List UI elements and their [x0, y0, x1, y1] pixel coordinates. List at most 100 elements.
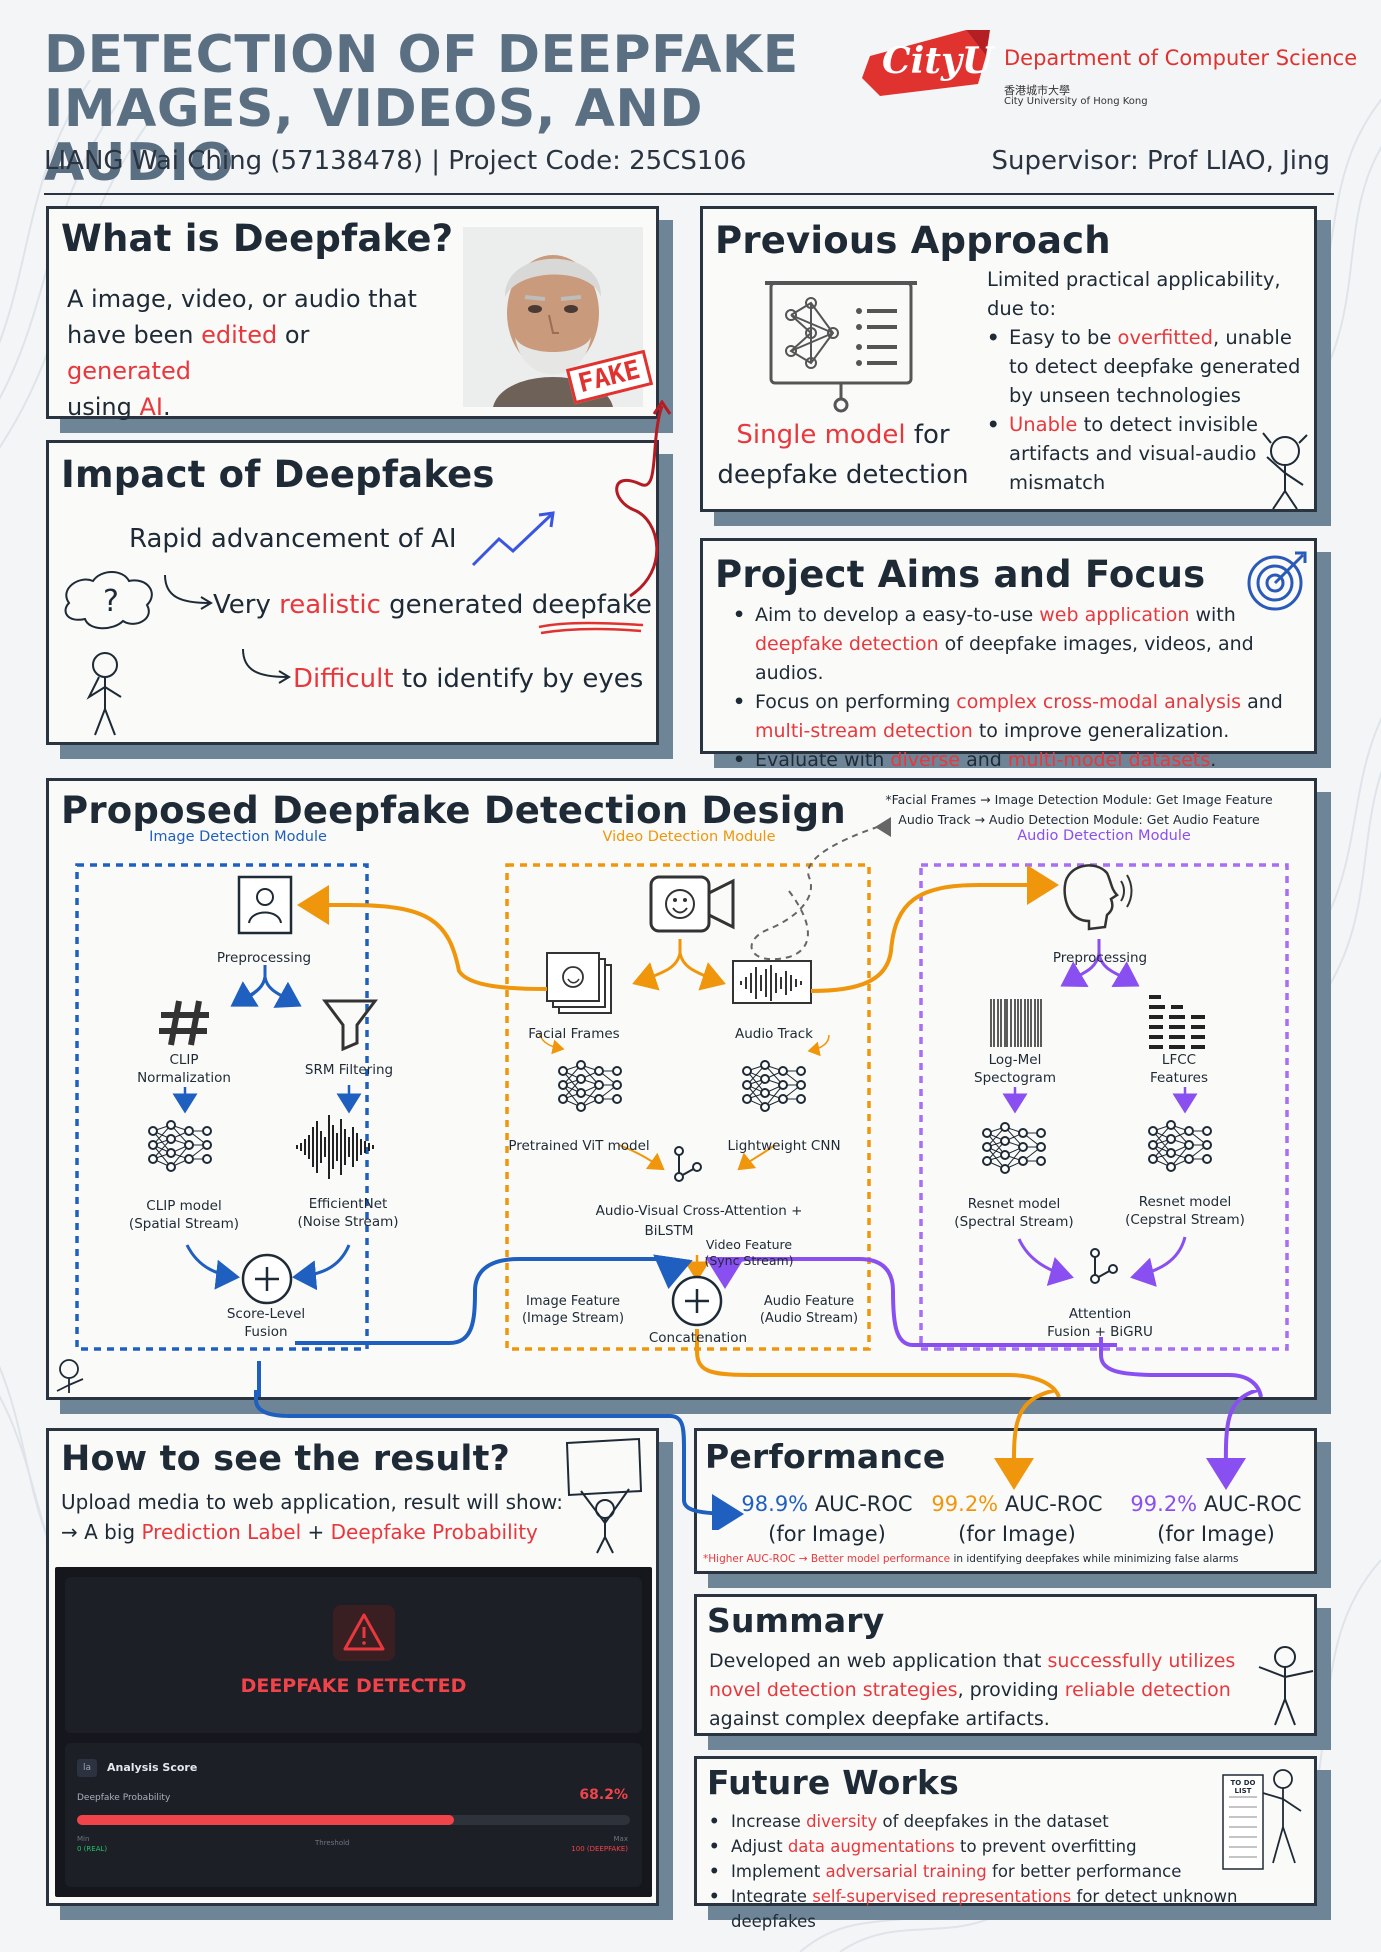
warning-icon	[333, 1605, 395, 1661]
scribble-underline	[538, 621, 644, 635]
curved-arrow-icon	[242, 648, 291, 684]
facial-frames-label: Facial Frames	[528, 1026, 620, 1042]
svg-text:?: ?	[103, 584, 119, 619]
max-value: 100 (DEEPFAKE)	[571, 1845, 628, 1853]
image-module-label: Image Detection Module	[149, 829, 327, 845]
what-is-text: A image, video, or audio that have been …	[67, 285, 417, 421]
project-aims-panel: Project Aims and Focus Aim to develop a …	[700, 538, 1317, 775]
efficientnet-label: EfficientNet(Noise Stream)	[297, 1196, 399, 1230]
srm-filtering-label: SRM Filtering	[304, 1062, 394, 1078]
supervisor: Supervisor: Prof LIAO, Jing	[991, 146, 1330, 176]
design-diagram	[56, 817, 1289, 1397]
performance-footnote: *Higher AUC-ROC → Better model performan…	[703, 1553, 1239, 1565]
probability-value: 68.2%	[579, 1787, 628, 1803]
future-item: Integrate self-supervised representation…	[709, 1884, 1309, 1934]
todo-list-title: TO DO LIST	[1230, 1779, 1256, 1795]
video-module-label: Video Detection Module	[602, 829, 776, 845]
previous-title: Previous Approach	[715, 219, 1111, 262]
audio-feature-label: Audio Feature(Audio Stream)	[759, 1294, 859, 1326]
threshold-label: Threshold	[315, 1839, 350, 1847]
impact-line-1: Rapid advancement of AI	[129, 524, 457, 554]
future-works-panel: Future Works Increase diversity of deepf…	[694, 1756, 1317, 1931]
title-line-1: DETECTION OF DEEPFAKE	[44, 25, 799, 85]
max-label: Max	[613, 1835, 628, 1843]
audio-track-label: Audio Track	[735, 1026, 813, 1042]
probability-fill	[77, 1815, 455, 1825]
author-line: LIANG Wai Ching (57138478) | Project Cod…	[44, 146, 747, 176]
analysis-icon: la	[77, 1759, 97, 1777]
future-item: Adjust data augmentations to prevent ove…	[709, 1834, 1309, 1859]
future-title: Future Works	[707, 1763, 959, 1802]
audio-module-label: Audio Detection Module	[1017, 828, 1191, 844]
university-en: City University of Hong Kong	[1004, 96, 1148, 107]
cityu-logo: CityU	[858, 26, 994, 98]
cross-attention-label: Audio-Visual Cross-Attention +BiLSTM	[595, 1203, 803, 1239]
header-rule	[44, 193, 1334, 195]
future-item: Increase diversity of deepfakes in the d…	[709, 1809, 1309, 1834]
result-text: Upload media to web application, result …	[61, 1490, 563, 1544]
impact-line-2: Very realistic generated deepfake	[213, 590, 652, 620]
trend-up-icon	[471, 511, 555, 567]
what-is-deepfake-panel: What is Deepfake? A image, video, or aud…	[46, 206, 659, 421]
summary-title: Summary	[707, 1601, 885, 1640]
img-preprocessing-label: Preprocessing	[216, 950, 312, 966]
result-app-screenshot: DEEPFAKE DETECTED la Analysis Score Deep…	[55, 1567, 652, 1897]
aims-list: Aim to develop a easy-to-use web applica…	[733, 601, 1303, 775]
impact-title: Impact of Deepfakes	[61, 453, 495, 496]
min-label: Min	[77, 1835, 90, 1843]
cheering-person-icon	[1258, 1646, 1314, 1726]
performance-title: Performance	[705, 1437, 946, 1476]
concatenation-label: Concatenation	[648, 1330, 748, 1346]
impact-line-3: Difficult to identify by eyes	[293, 664, 644, 694]
title-line-2: IMAGES, VIDEOS, AND AUDIO	[44, 79, 704, 193]
todo-list-icon	[1222, 1769, 1302, 1870]
image-feature-label: Image Feature(Image Stream)	[521, 1294, 625, 1326]
future-item: Implement adversarial training for bette…	[709, 1859, 1309, 1884]
probability-track	[77, 1815, 630, 1825]
summary-panel: Summary Developed an web application tha…	[694, 1594, 1317, 1736]
result-panel: How to see the result? Upload media to w…	[46, 1428, 659, 1906]
summary-text: Developed an web application that succes…	[709, 1650, 1236, 1730]
clip-model-label: CLIP model(Spatial Stream)	[128, 1198, 240, 1232]
probability-label: Deepfake Probability	[77, 1793, 171, 1803]
thinking-person-icon: ?	[64, 571, 153, 736]
previous-approach-panel: Previous Approach Single model for deepf…	[700, 206, 1317, 512]
department-name: Department of Computer Science	[1004, 46, 1358, 70]
detection-card: DEEPFAKE DETECTED	[65, 1577, 642, 1733]
resnet-cepstral-label: Resnet model(Cepstral Stream)	[1125, 1194, 1245, 1228]
design-panel: Proposed Deepfake Detection Design *Faci…	[46, 778, 1317, 1400]
deepfake-detected-label: DEEPFAKE DETECTED	[240, 1675, 467, 1697]
logo-text: CityU	[882, 40, 994, 82]
perf-audio: 99.2% AUC-ROC (for Image)	[1130, 1492, 1302, 1546]
performance-connectors	[254, 1390, 1259, 1530]
design-note: *Facial Frames → Image Detection Module:…	[885, 792, 1273, 827]
confused-person-icon	[1262, 432, 1308, 509]
aud-preprocessing-label: Preprocessing	[1052, 950, 1148, 966]
sign-holding-person-icon	[565, 1437, 643, 1554]
video-feature-label: Video Feature(Sync Stream)	[704, 1237, 794, 1268]
perf-image: 98.9% AUC-ROC (for Image)	[741, 1492, 913, 1546]
curved-arrow-icon	[164, 574, 213, 610]
performance-panel: Performance 98.9% AUC-ROC (for Image) 99…	[694, 1428, 1317, 1574]
red-loop-connector	[615, 400, 672, 598]
design-title: Proposed Deepfake Detection Design	[61, 789, 846, 832]
cnn-label: Lightweight CNN	[727, 1138, 841, 1154]
page-title: DETECTION OF DEEPFAKE IMAGES, VIDEOS, AN…	[44, 28, 904, 190]
min-value: 0 (REAL)	[77, 1845, 108, 1853]
analysis-title: Analysis Score	[107, 1761, 198, 1774]
presentation-board-icon	[765, 281, 917, 413]
analysis-score-card: la Analysis Score Deepfake Probability 6…	[65, 1743, 642, 1887]
university-cn: 香港城市大學	[1004, 84, 1070, 97]
vit-model-label: Pretrained ViT model	[508, 1138, 650, 1154]
aims-title: Project Aims and Focus	[715, 553, 1206, 596]
perf-video: 99.2% AUC-ROC (for Image)	[931, 1492, 1103, 1546]
previous-caption: Single model for deepfake detection	[717, 420, 969, 490]
result-title: How to see the result?	[61, 1439, 511, 1479]
what-is-title: What is Deepfake?	[61, 217, 454, 260]
future-list: Increase diversity of deepfakes in the d…	[709, 1809, 1309, 1934]
